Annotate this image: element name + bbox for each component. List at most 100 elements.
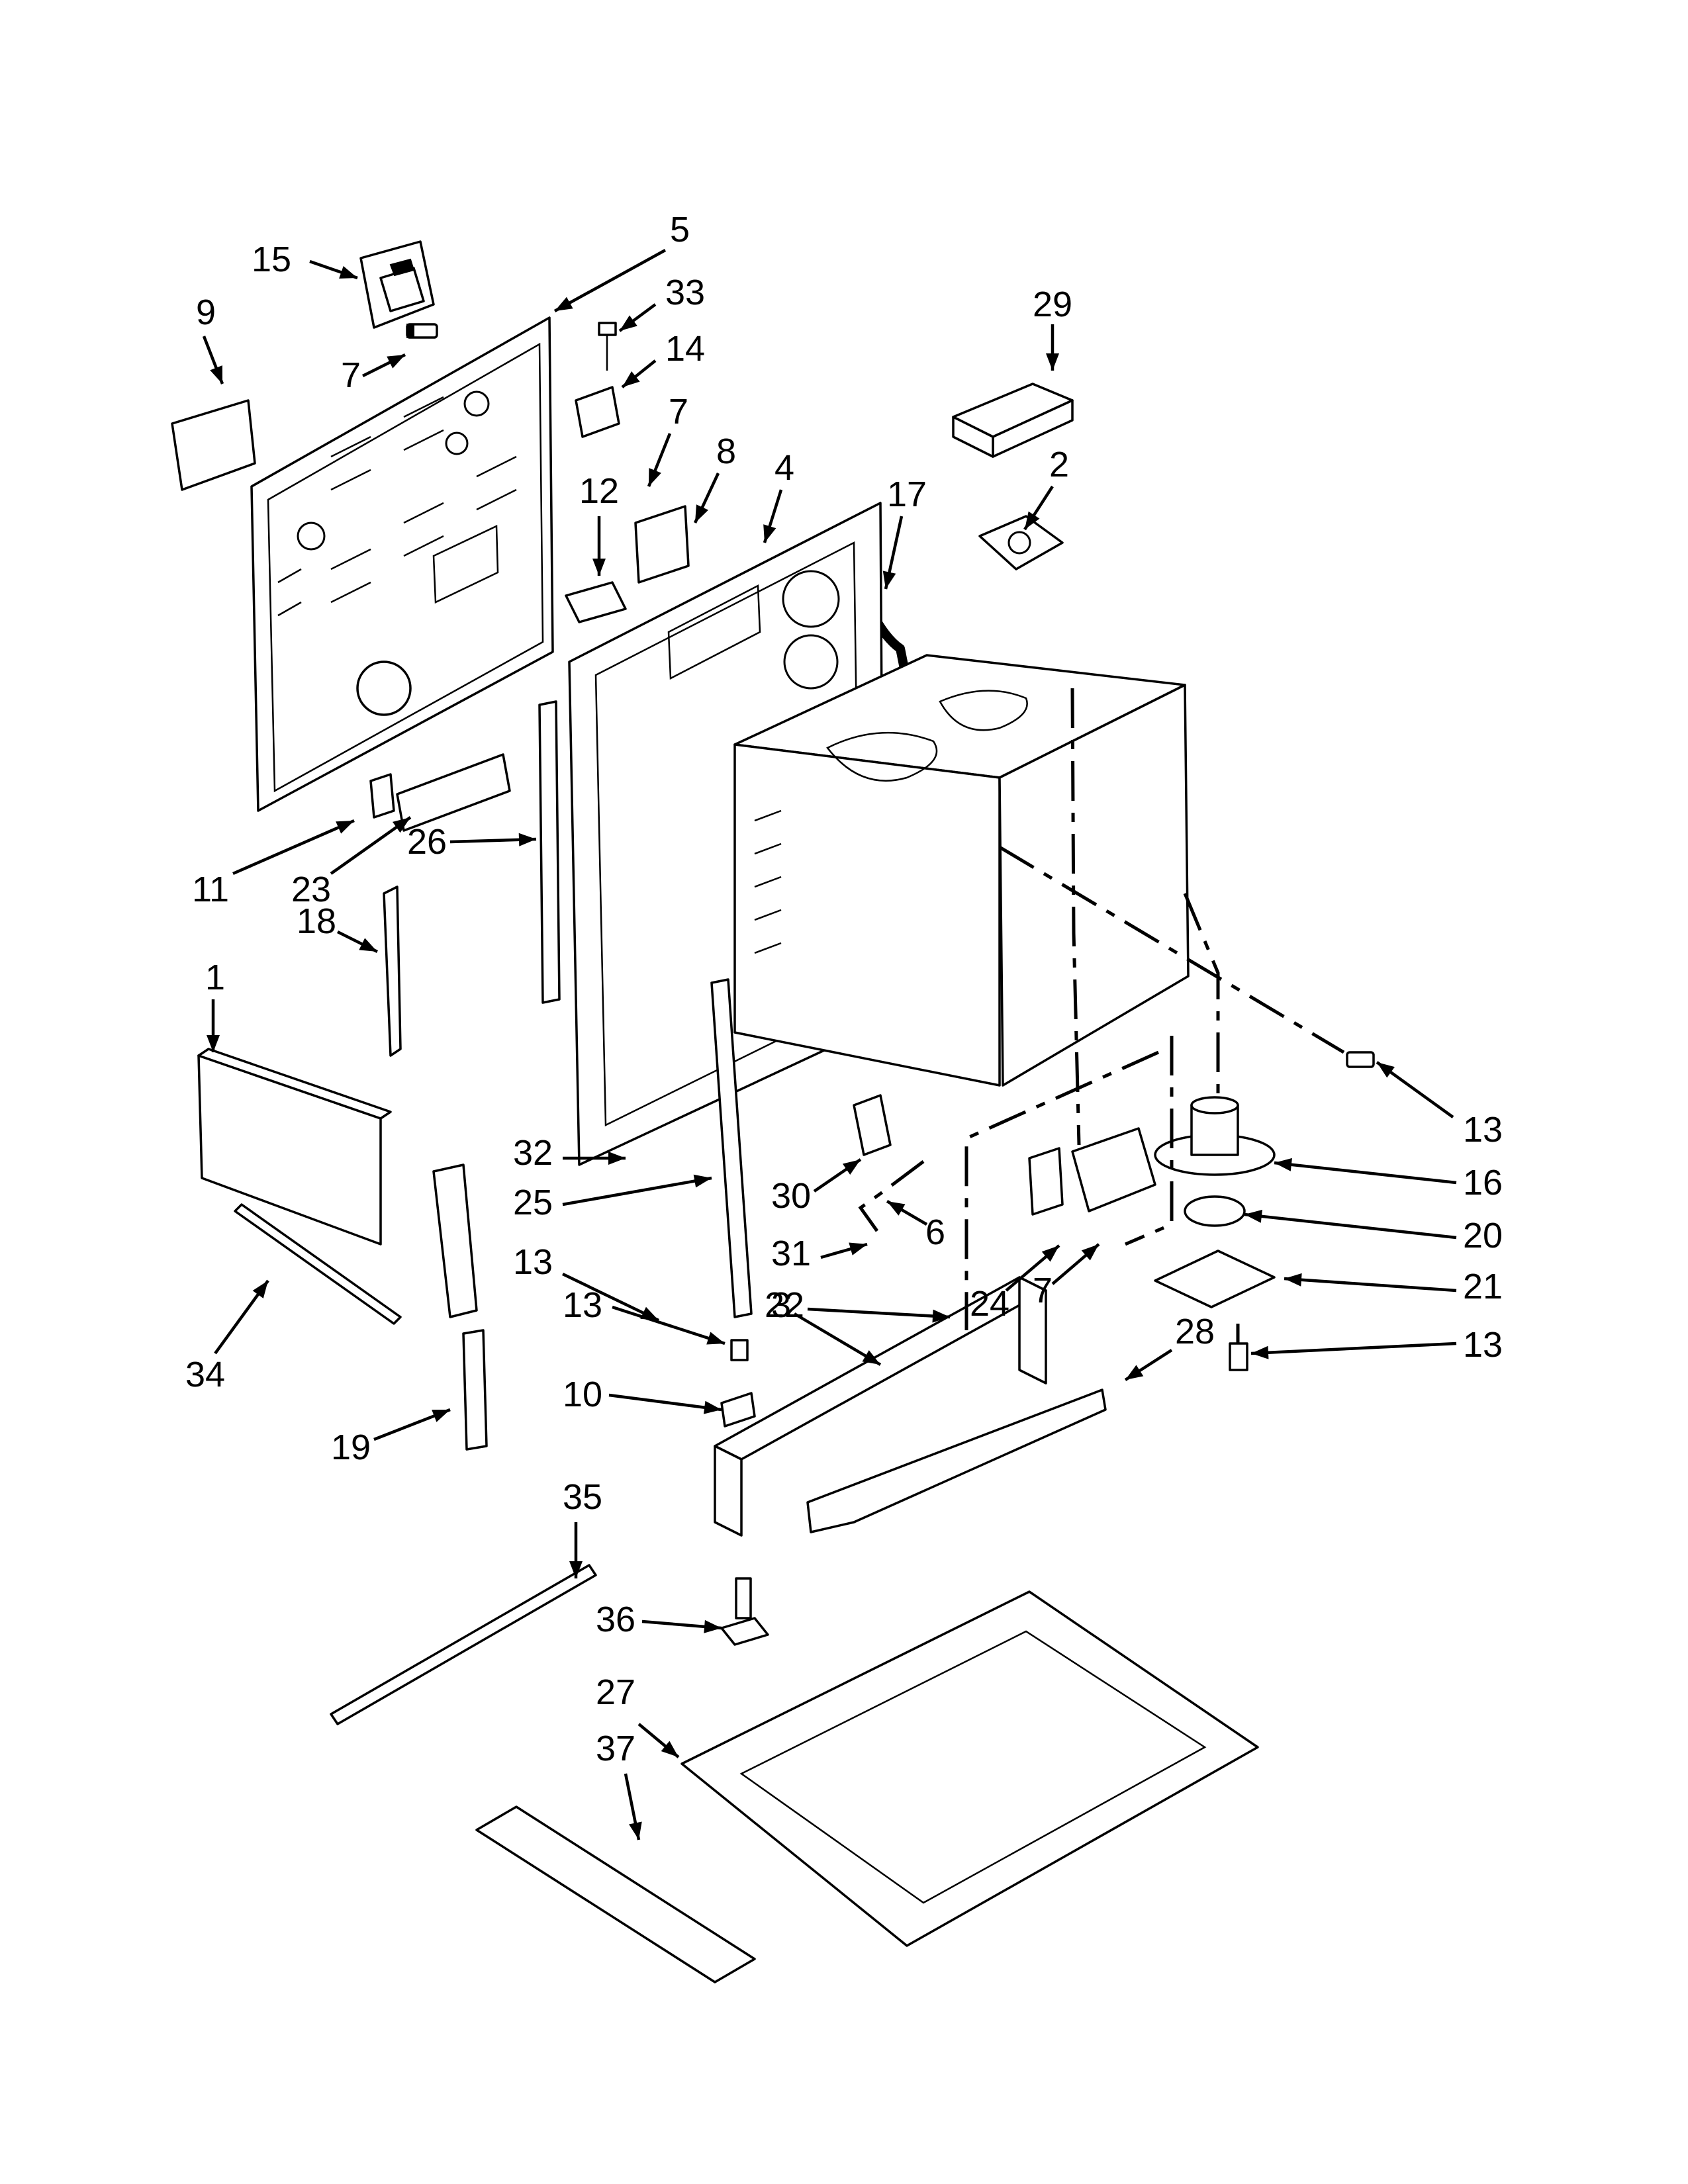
part-34-strip [234,1203,402,1325]
part-shapes [171,240,1375,1983]
arrowhead [882,570,896,589]
arrowhead [1377,1062,1395,1078]
arrowhead [862,1350,880,1365]
part-2-thermostat [978,515,1064,570]
arrowhead [887,1201,906,1216]
callout-labels: 15 5 9 7 33 14 29 7 8 4 12 17 2 11 23 26… [185,210,1503,1768]
arrowhead [704,1619,722,1633]
arrowhead [620,315,637,331]
arrowhead [1125,1365,1144,1380]
callout-14: 14 [665,329,705,369]
part-23-box [396,753,511,832]
part-9-cover [171,399,256,491]
leader-line [553,249,667,312]
part-32-hinge [432,1163,478,1318]
arrowhead [1081,1244,1099,1261]
arrowhead [569,1561,583,1578]
part-11-fan-motor [356,660,412,819]
callout-13b: 13 [1463,1110,1503,1150]
assembly-lines [858,688,1345,1343]
part-28-strip [806,1388,1107,1533]
arrowhead [1274,1158,1292,1171]
callout-26: 26 [407,822,447,862]
callout-33: 33 [665,273,705,312]
callout-9: 9 [196,293,216,332]
callout-19: 19 [331,1428,371,1467]
arrowhead [387,355,405,369]
callout-31: 31 [771,1234,811,1273]
callout-6: 6 [925,1212,945,1252]
arrowhead [359,938,377,952]
oven-cavity [733,654,1190,1087]
part-27-bottom-pan [680,1590,1259,1947]
callout-7a: 7 [341,355,361,395]
leader-line [1250,1342,1457,1355]
part-37-rail [475,1805,756,1983]
arrowhead [649,468,661,486]
arrowhead [842,1160,861,1175]
arrowhead [622,371,640,387]
callout-7c: 7 [1033,1271,1053,1310]
callout-10: 10 [563,1375,602,1414]
callout-34: 34 [185,1355,225,1394]
arrowhead [336,821,354,834]
part-8-bracket [634,505,690,584]
arrowhead [608,1152,626,1165]
callout-27: 27 [596,1672,635,1712]
callout-3: 3 [771,1285,791,1325]
part-30-switch [853,1094,892,1156]
part-13-bolt [1229,1342,1248,1371]
leader-line [807,1307,951,1319]
callout-8: 8 [716,432,736,471]
callout-2: 2 [1049,445,1069,484]
arrowhead [629,1821,642,1840]
arrowhead [518,833,536,846]
arrowhead [432,1410,450,1422]
arrowhead [1046,353,1059,371]
leader-line [562,1272,659,1322]
arrowhead [555,296,573,311]
leader-line [612,1305,726,1345]
part-21-gasket [1154,1250,1276,1308]
arrowhead [592,559,606,576]
callout-21: 21 [1463,1267,1503,1306]
part-26-strip [538,700,561,1004]
callout-30: 30 [771,1176,811,1216]
arrowhead [695,504,709,523]
callout-7b: 7 [669,392,688,432]
part-10-bracket [720,1392,756,1428]
arrowhead [1041,1246,1059,1262]
callout-37: 37 [596,1729,635,1768]
arrowhead [1244,1209,1262,1223]
callout-13c: 13 [1463,1325,1503,1365]
arrowhead [1025,511,1040,529]
callout-13d: 13 [563,1285,602,1325]
arrowhead [393,817,410,833]
callout-32: 32 [513,1133,553,1173]
part-25-strip [710,978,753,1318]
leader-line [1244,1212,1457,1240]
arrowhead [661,1741,679,1757]
callout-36: 36 [596,1600,635,1639]
callout-20: 20 [1463,1216,1503,1255]
arrowhead [1251,1345,1269,1359]
part-29-bracket [952,383,1074,458]
arrowhead [210,365,222,384]
arrowhead [763,524,776,543]
part-18-strip [383,886,402,1057]
arrowhead [849,1242,867,1255]
part-13-screw-right [1346,1051,1375,1068]
callout-1: 1 [205,958,225,997]
part-36-leveler [720,1577,769,1646]
callout-25: 25 [513,1183,553,1222]
leader-line [1274,1161,1457,1185]
part-16-flange [1154,1096,1276,1176]
part-3-lower-frame [714,1276,1047,1537]
callout-11: 11 [192,870,229,909]
part-1-lower-panel [197,1048,392,1246]
callout-35: 35 [563,1477,602,1517]
arrowhead [706,1332,725,1345]
part-35-rail [330,1564,597,1725]
part-13-screw-lower [730,1339,749,1361]
callout-23: 23 [291,870,331,909]
